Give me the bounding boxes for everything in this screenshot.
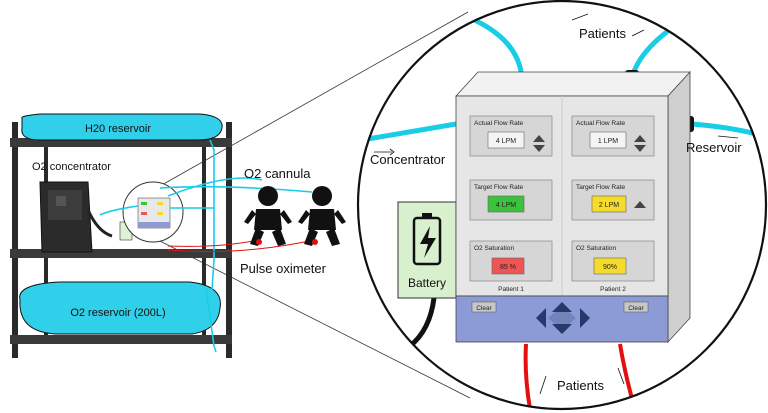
- p1-target-flow-value: 4 LPM: [496, 202, 516, 209]
- clear-left-label[interactable]: Clear: [476, 305, 492, 312]
- p1-target-flow-label: Target Flow Rate: [474, 184, 524, 191]
- clear-button-right[interactable]: [623, 301, 649, 313]
- h2o-reservoir-label: H20 reservoir: [85, 123, 151, 135]
- p2-saturation-label: O2 Saturation: [576, 245, 616, 252]
- p1-actual-flow-label: Actual Flow Rate: [474, 120, 524, 127]
- patient-1-panel: Actual Flow Rate 4 LPM Target Flow Rate …: [469, 115, 553, 293]
- left-arrow-icon[interactable]: [536, 308, 546, 328]
- clear-button-left[interactable]: [471, 301, 497, 313]
- p2-saturation-value: 90%: [603, 264, 617, 271]
- battery: Battery: [397, 201, 457, 299]
- p2-target-flow-value: 2 LPM: [599, 202, 619, 209]
- up-arrow-icon[interactable]: [533, 135, 545, 142]
- oximeter-wires: [167, 239, 315, 253]
- p1-actual-flow-value: 4 LPM: [496, 138, 516, 145]
- h2o-reservoir: H20 reservoir: [21, 113, 223, 141]
- pulse-oximeter-label: Pulse oximeter: [240, 261, 327, 276]
- up-arrow-icon[interactable]: [634, 135, 646, 142]
- p1-saturation-label: O2 Saturation: [474, 245, 514, 252]
- p2-target-flow-label: Target Flow Rate: [576, 184, 626, 191]
- p2-actual-flow-value: 1 LPM: [598, 138, 618, 145]
- lightning-icon: [420, 226, 436, 258]
- patients-top-label: Patients: [579, 26, 626, 41]
- o2-cannula-label: O2 cannula: [244, 166, 311, 181]
- battery-label: Battery: [408, 276, 446, 290]
- down-arrow-icon[interactable]: [552, 324, 572, 334]
- o2-concentrator: O2 concentrator: [32, 161, 113, 253]
- p2-name: Patient 2: [600, 286, 626, 293]
- shelf-tubes: [99, 139, 313, 353]
- patient-2-panel: Actual Flow Rate 1 LPM Target Flow Rate …: [571, 115, 655, 293]
- o2-reservoir: O2 reservoir (200L): [19, 281, 221, 335]
- o2-reservoir-label: O2 reservoir (200L): [70, 307, 165, 319]
- clear-right-label[interactable]: Clear: [628, 305, 644, 312]
- o2-concentrator-label: O2 concentrator: [32, 161, 111, 173]
- up-arrow-icon[interactable]: [634, 201, 646, 208]
- keypad: Clear Clear: [471, 301, 649, 334]
- up-arrow-icon[interactable]: [552, 302, 572, 312]
- down-arrow-icon[interactable]: [634, 145, 646, 152]
- reservoir-label: Reservoir: [686, 140, 742, 155]
- baby-icon: [244, 186, 292, 246]
- patients-bottom-label: Patients: [557, 378, 604, 393]
- right-arrow-icon[interactable]: [580, 308, 590, 328]
- p1-name: Patient 1: [498, 286, 524, 293]
- p2-actual-flow-label: Actual Flow Rate: [576, 120, 626, 127]
- p1-saturation-value: 85 %: [500, 264, 516, 271]
- control-device: Actual Flow Rate 4 LPM Target Flow Rate …: [455, 70, 691, 344]
- concentrator-label: Concentrator: [370, 152, 446, 167]
- small-device: [119, 181, 184, 243]
- baby-icon: [298, 186, 346, 246]
- down-arrow-icon[interactable]: [533, 145, 545, 152]
